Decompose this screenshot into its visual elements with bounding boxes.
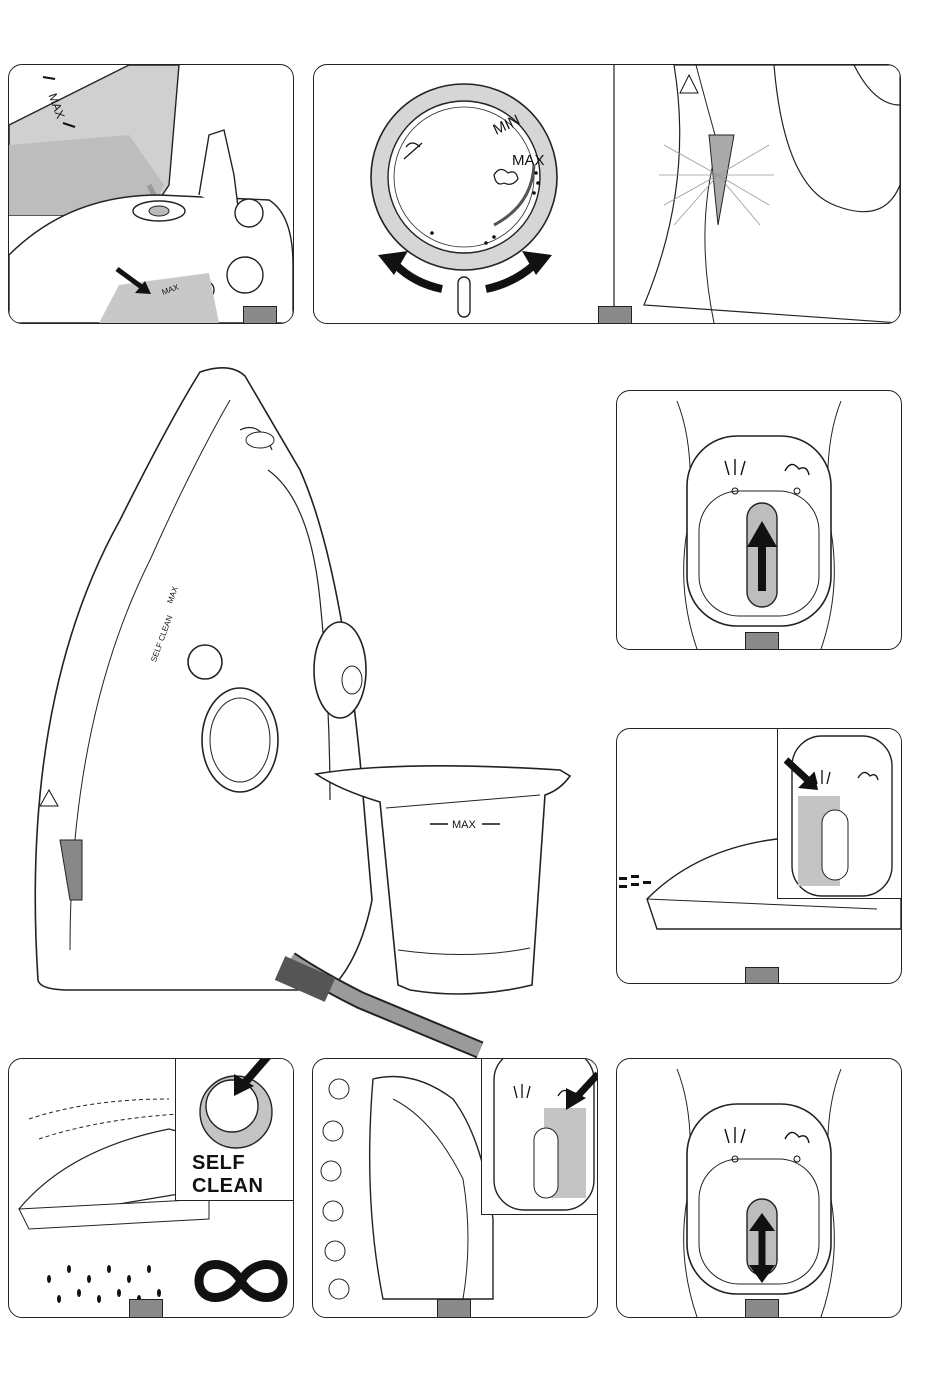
cup-max-label: MAX (452, 819, 477, 831)
hot-warning-icon (40, 790, 58, 806)
steam-puffs (321, 1079, 349, 1299)
panel-temperature-dial: MIN MAX (313, 64, 901, 324)
dial-max-label: MAX (512, 152, 545, 169)
step-marker (745, 632, 779, 650)
step-marker (598, 306, 632, 324)
steam-shot-button-inset (481, 1058, 598, 1215)
panel-steam-shot (312, 1058, 598, 1318)
temperature-dial-illustration: MIN MAX (314, 65, 900, 323)
spray-button-inset (777, 728, 902, 899)
step-marker (745, 1299, 779, 1318)
iron-max-mark: MAX (165, 585, 180, 605)
step-marker (745, 967, 779, 984)
panel-fill-water: MAX MAX (8, 64, 294, 324)
panel-self-clean: SELF CLEAN (8, 1058, 294, 1318)
steam-shot-button-closeup (482, 1058, 598, 1214)
step-marker (437, 1299, 471, 1318)
spray-button-closeup (778, 728, 902, 898)
step-marker (129, 1299, 163, 1318)
panel-steam-slider-up (616, 390, 902, 650)
panel-steam-slider-adjust (616, 1058, 902, 1318)
self-clean-label: SELF CLEAN (192, 1152, 294, 1198)
self-clean-button-inset: SELF CLEAN (175, 1058, 294, 1201)
slider-up-illustration (617, 391, 901, 649)
panel-spray (616, 728, 902, 984)
step-marker (243, 306, 277, 324)
slider-adjust-illustration (617, 1059, 901, 1317)
water-drops (47, 1265, 161, 1303)
fill-water-illustration: MAX MAX (9, 65, 293, 323)
infinity-loop-icon (199, 1265, 283, 1298)
iron-selfclean-label: SELF CLEAN (149, 614, 174, 663)
